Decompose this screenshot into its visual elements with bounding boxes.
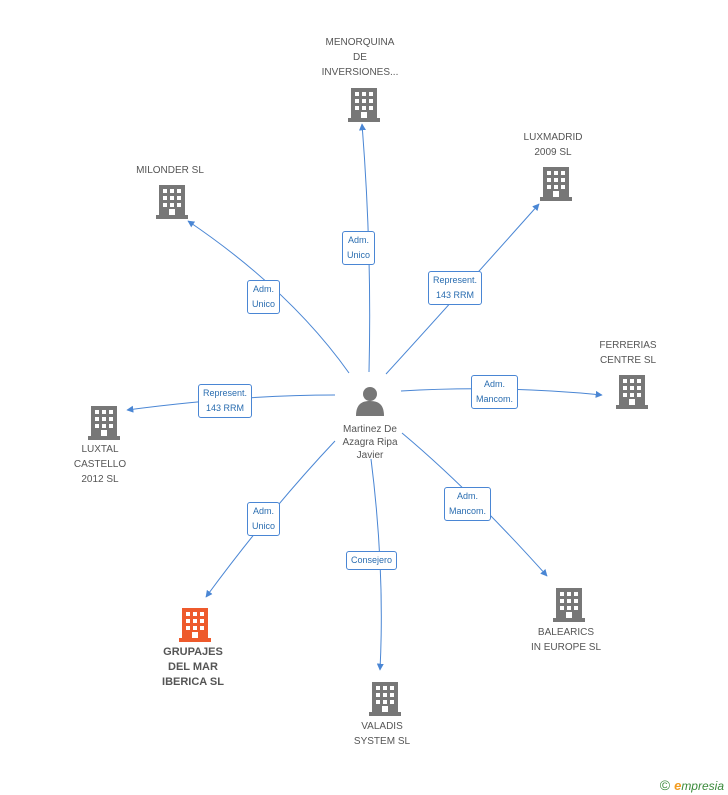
- copyright-icon: ©: [659, 777, 671, 793]
- edge-label-valadis: Consejero: [346, 551, 398, 570]
- center-person-label[interactable]: Martinez De Azagra Ripa Javier: [342, 424, 398, 461]
- edge-label-balearics: Adm. Mancom.: [444, 487, 492, 521]
- building-icon[interactable]: [553, 588, 585, 622]
- brand-name: mpresia: [681, 779, 724, 793]
- node-label-luxmadrid[interactable]: LUXMADRID 2009 SL: [523, 132, 583, 158]
- empresia-logo[interactable]: ©empresia: [660, 777, 724, 793]
- building-icon[interactable]: [156, 185, 188, 219]
- node-label-menorquina[interactable]: MENORQUINA DE INVERSIONES...: [321, 37, 399, 78]
- building-icon[interactable]: [616, 375, 648, 409]
- building-icon[interactable]: [348, 88, 380, 122]
- brand-initial: e: [674, 778, 682, 793]
- edge-label-luxtal: Represent. 143 RRM: [198, 384, 253, 418]
- node-label-balearics[interactable]: BALEARICS IN EUROPE SL: [530, 627, 602, 653]
- node-label-milonder[interactable]: MILONDER SL: [136, 165, 204, 176]
- edge-label-grupajes: Adm. Unico: [247, 502, 281, 536]
- node-label-ferrerias[interactable]: FERRERIAS CENTRE SL: [599, 340, 657, 366]
- person-icon: [356, 387, 384, 416]
- node-label-valadis[interactable]: VALADIS SYSTEM SL: [353, 721, 411, 747]
- building-icon[interactable]: [369, 682, 401, 716]
- edge-label-luxmadrid: Represent. 143 RRM: [428, 271, 483, 305]
- building-icon[interactable]: [88, 406, 120, 440]
- node-label-grupajes[interactable]: GRUPAJES DEL MAR IBERICA SL: [162, 646, 224, 688]
- edge-label-menorquina: Adm. Unico: [342, 231, 376, 265]
- building-icon[interactable]: [540, 167, 572, 201]
- edge-label-milonder: Adm. Unico: [247, 280, 281, 314]
- edge-label-ferrerias: Adm. Mancom.: [471, 375, 519, 409]
- building-icon[interactable]: [179, 608, 211, 642]
- node-label-luxtal[interactable]: LUXTAL CASTELLO 2012 SL: [73, 444, 127, 485]
